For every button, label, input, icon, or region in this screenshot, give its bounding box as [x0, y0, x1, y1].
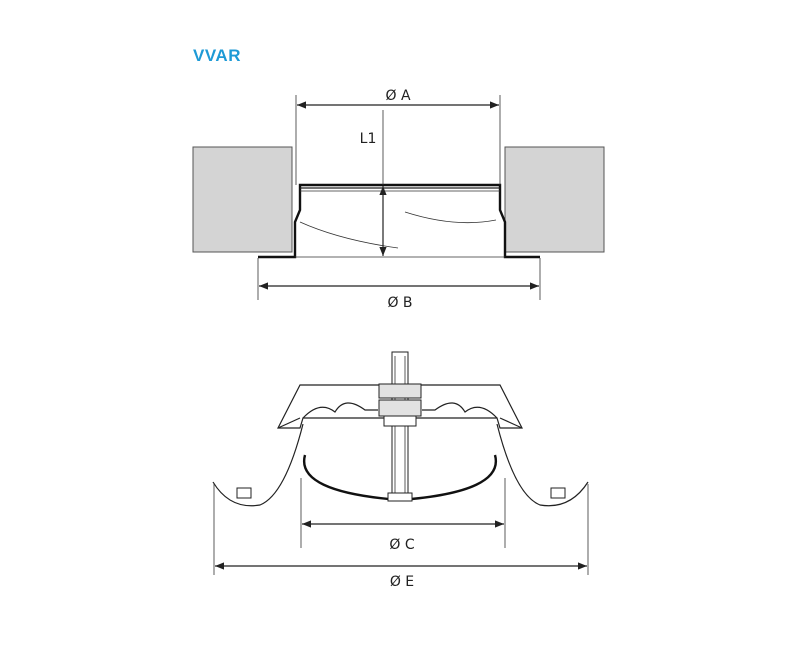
lock-nut-upper	[378, 383, 422, 399]
right-wall-section	[504, 146, 605, 253]
bottom-view: Ø C Ø E	[212, 351, 589, 590]
cone-edge-right	[499, 417, 523, 429]
cone-housing	[277, 384, 523, 429]
dim-a-label: Ø A	[385, 88, 410, 104]
rod-threads	[394, 356, 406, 498]
left-wall-section	[192, 146, 293, 253]
outer-flange-left	[212, 423, 304, 507]
valve-body-profile	[258, 183, 540, 259]
dim-c-label: Ø C	[389, 537, 414, 553]
clip-left	[236, 487, 252, 499]
lock-nut-lower	[378, 399, 422, 417]
dim-l1-label: L1	[360, 131, 377, 147]
disc-center-nut	[387, 492, 413, 502]
clip-right	[550, 487, 566, 499]
cone-inner-scallops	[302, 402, 498, 419]
cone-edge-left	[277, 417, 301, 429]
outer-flange-right	[496, 423, 589, 507]
dim-e-label: Ø E	[390, 574, 414, 590]
dim-b-label: Ø B	[387, 295, 412, 311]
blade-curve-right	[404, 211, 497, 224]
diagram-title: VVAR	[193, 46, 241, 65]
washer	[383, 415, 417, 427]
top-view: Ø A L1 Ø B	[192, 88, 605, 311]
